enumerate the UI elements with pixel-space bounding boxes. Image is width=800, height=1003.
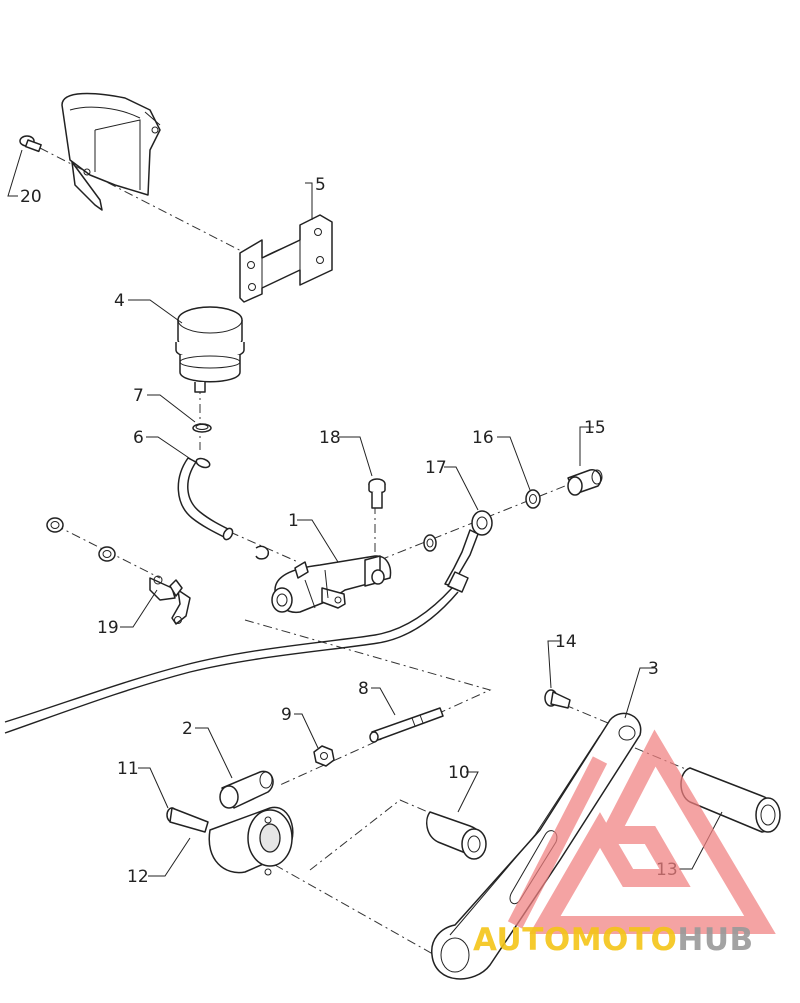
callout-17: 17 — [425, 458, 447, 478]
callout-19: 19 — [97, 618, 119, 638]
callout-6: 6 — [133, 428, 144, 448]
callout-2: 2 — [182, 719, 193, 739]
part-19-fitting-set — [46, 517, 191, 625]
callout-16: 16 — [472, 428, 494, 448]
callout-3: 3 — [648, 659, 659, 679]
part-14-screw — [544, 689, 571, 709]
callout-4: 4 — [114, 291, 125, 311]
part-2-clevis — [219, 770, 274, 809]
part-1-clutch-master-cylinder — [271, 555, 392, 614]
callout-5: 5 — [315, 175, 326, 195]
part-7-hose-clamp — [192, 423, 212, 433]
part-13-foot-peg — [680, 767, 781, 833]
callout-20: 20 — [20, 187, 42, 207]
callout-10: 10 — [448, 763, 470, 783]
part-16-washer — [525, 489, 541, 509]
part-11-pin — [166, 807, 209, 833]
callout-9: 9 — [281, 705, 292, 725]
part-15-banjo-bolt — [567, 469, 603, 496]
callout-12: 12 — [127, 867, 149, 887]
callout-11: 11 — [117, 759, 139, 779]
callout-15: 15 — [584, 418, 606, 438]
watermark-logo — [507, 729, 776, 934]
watermark-triangle-icon — [529, 729, 776, 934]
callout-labels: 1 2 3 4 5 6 7 8 9 10 11 12 13 14 15 16 1… — [20, 175, 678, 887]
part-4-reservoir — [175, 306, 245, 393]
part-6-hose — [177, 457, 234, 541]
svg-text:AUTOMOTOHUB: AUTOMOTOHUB — [473, 922, 754, 958]
part-5-bracket — [239, 214, 333, 303]
part-reservoir-cover — [61, 92, 161, 211]
callout-8: 8 — [358, 679, 369, 699]
watermark-text: AUTOMOTOHUB — [473, 922, 754, 958]
callout-18: 18 — [319, 428, 341, 448]
callout-1: 1 — [288, 511, 299, 531]
part-clutch-hose-line — [4, 587, 459, 734]
part-17-banjo-hose — [444, 510, 493, 593]
part-18-bolt — [368, 478, 386, 509]
watermark-text-automoto: AUTOMOTO — [473, 922, 677, 958]
part-12-pivot-block — [208, 806, 294, 876]
part-8-push-rod — [369, 707, 444, 743]
callout-14: 14 — [555, 632, 577, 652]
part-washer-17a — [423, 534, 437, 552]
callout-7: 7 — [133, 386, 144, 406]
part-9-nut — [313, 745, 335, 767]
part-10-sleeve — [425, 811, 487, 860]
watermark-text-hub: HUB — [677, 922, 753, 958]
part-hose-clip — [255, 545, 270, 560]
part-20-screw — [19, 135, 42, 153]
